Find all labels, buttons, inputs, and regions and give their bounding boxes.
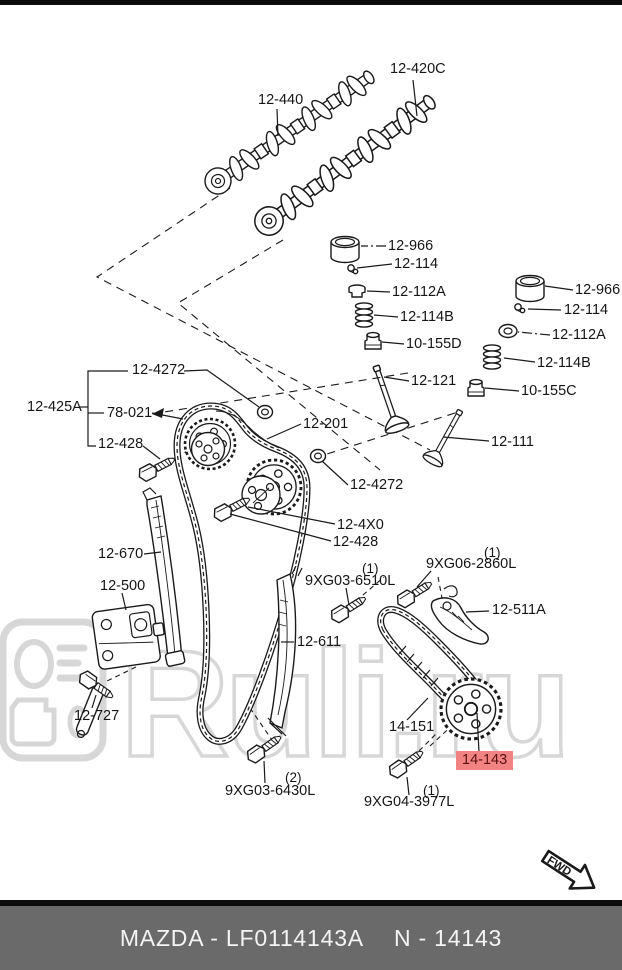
part-label-12-4272-mid: 12-4272 [350, 477, 404, 493]
part-label-12-4272-top: 12-4272 [132, 362, 186, 378]
tensioner-arm-12-511a [430, 585, 489, 645]
fwd-arrow-icon: FWD [540, 849, 596, 890]
part-label-12-114-right: 12-114 [564, 302, 609, 318]
washer-12-4272-mid [309, 448, 327, 464]
footer-part-number: N - 14143 [393, 924, 503, 951]
camshaft-12-420c [248, 87, 443, 242]
part-label-12-112a-right: 12-112A [552, 327, 606, 343]
footer-divider [0, 900, 622, 906]
footer-bar: MAZDA - LF0114143A N - 14143 [0, 906, 622, 970]
tensioner-12-500 [91, 603, 165, 670]
part-label-9xg06-2860l: 9XG06-2860L [426, 556, 517, 572]
part-label-12-420c: 12-420C [390, 61, 446, 77]
valve-parts-right [421, 274, 545, 470]
part-label-12-428-left: 12-428 [98, 436, 144, 452]
footer-part-code: MAZDA - LF0114143A [119, 924, 364, 951]
chain-guide-12-611 [267, 565, 303, 737]
bolt-9xg06-2860l [393, 576, 436, 611]
part-label-12-727: 12-727 [74, 708, 120, 724]
part-label-12-201: 12-201 [303, 416, 349, 432]
part-label-9xg04-3977l: 9XG04-3977L [364, 794, 455, 810]
cam-sprocket-78-021 [183, 417, 237, 471]
part-label-78-021: 78-021 [107, 405, 153, 421]
diagram-canvas: Ruli.ru [0, 63, 596, 890]
part-label-12-114b-right: 12-114B [537, 355, 591, 371]
part-label-12-611: 12-611 [297, 634, 342, 650]
timing-chain-12-201 [173, 402, 311, 745]
qty-label-2860: (1) [484, 545, 501, 560]
qty-label-6510: (1) [362, 561, 379, 576]
tensioner-bolt-12-727 [75, 668, 118, 739]
washer-12-4272-top [256, 404, 274, 420]
part-label-14-143-highlighted: 14-143 [456, 751, 514, 770]
part-label-12-114-left: 12-114 [394, 256, 439, 272]
part-label-10-155c: 10-155C [521, 383, 577, 399]
part-label-12-111: 12-111 [491, 434, 534, 450]
part-label-12-428-right: 12-428 [333, 534, 379, 550]
part-label-12-425a: 12-425A [27, 399, 82, 415]
part-label-14-151: 14-151 [389, 719, 435, 735]
scan-artifact-top [0, 0, 622, 5]
part-label-12-114b-left: 12-114B [400, 309, 454, 325]
part-label-12-966-right: 12-966 [575, 282, 621, 298]
part-label-9xg03-6510l: 9XG03-6510L [305, 573, 396, 589]
part-label-12-511a: 12-511A [492, 602, 546, 618]
part-label-12-670: 12-670 [98, 546, 144, 562]
part-label-12-440: 12-440 [258, 92, 304, 108]
qty-label-3977: (1) [423, 783, 440, 798]
part-label-9xg03-6430l: 9XG03-6430L [225, 783, 316, 799]
leader-lines [91, 79, 574, 796]
part-label-12-112a-left: 12-112A [392, 284, 446, 300]
vvt-actuator-12-4x0 [241, 458, 303, 516]
qty-label-6430: (2) [285, 770, 302, 785]
part-label-10-155d: 10-155D [406, 336, 462, 352]
camshaft-12-440 [198, 63, 381, 201]
watermark-logo [0, 618, 107, 762]
part-label-12-966-left: 12-966 [388, 238, 434, 254]
part-label-12-500: 12-500 [100, 578, 146, 594]
part-label-12-4x0: 12-4X0 [337, 517, 384, 533]
chain-guide-12-670 [142, 487, 186, 667]
part-label-12-121: 12-121 [411, 373, 457, 389]
group-bracket-12-425a [79, 370, 128, 447]
valve-parts-left [330, 235, 411, 437]
oil-pump-sprocket-14-143 [439, 677, 503, 741]
bolt-12-428-left [135, 452, 179, 484]
